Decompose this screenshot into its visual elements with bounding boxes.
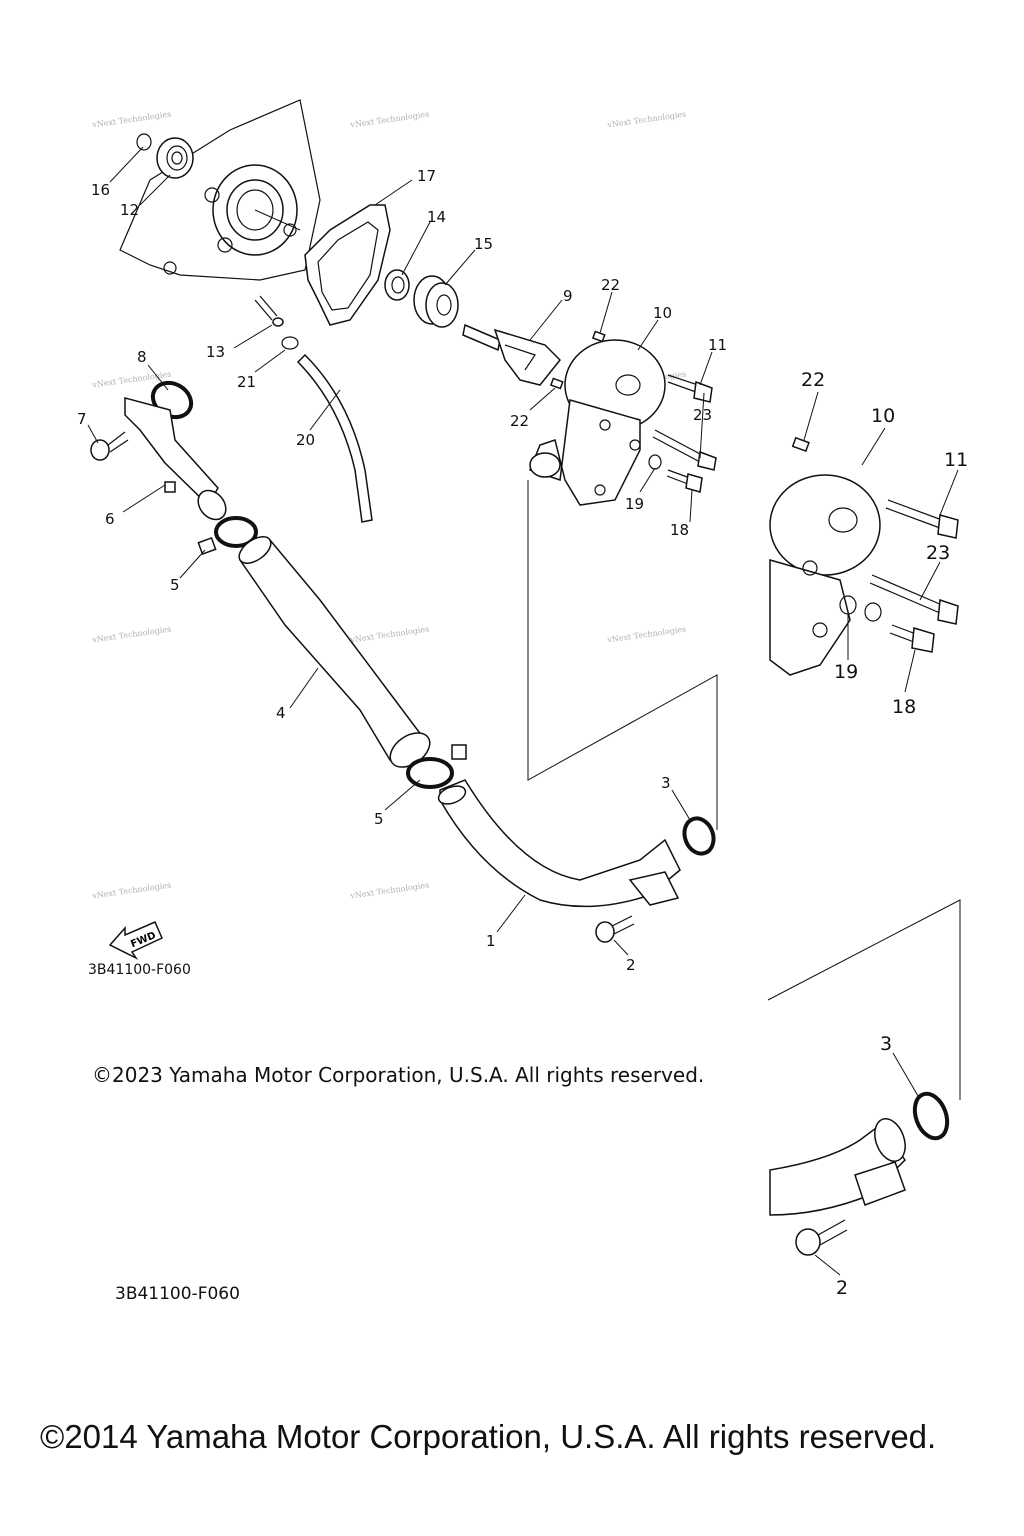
callout-3: 3 [661, 774, 671, 792]
callout-11: 11 [708, 336, 727, 354]
copyright-2023: ©2023 Yamaha Motor Corporation, U.S.A. A… [92, 1063, 705, 1087]
bearing-12 [156, 137, 194, 179]
callout-21: 21 [237, 373, 256, 391]
callout-10: 10 [653, 304, 672, 322]
callout-6: 6 [105, 510, 115, 528]
callout-15: 15 [474, 235, 493, 253]
detail-housing [769, 436, 959, 676]
part-code-1: 3B41100-F060 [88, 962, 191, 978]
bolt-7 [90, 431, 129, 461]
water-pump-housing-10 [529, 339, 666, 506]
fwd-arrow: FWD [108, 921, 163, 960]
callout-20: 20 [296, 431, 315, 449]
callout-17: 17 [417, 167, 436, 185]
pipe-1 [437, 779, 681, 908]
bolt-2 [595, 915, 635, 943]
detail-callout-19: 19 [834, 661, 858, 683]
callout-1: 1 [486, 932, 496, 950]
detail-callout-18: 18 [892, 696, 916, 718]
callout-13: 13 [206, 343, 225, 361]
clamp-5-lower [406, 744, 467, 789]
callout-19: 19 [625, 495, 644, 513]
detail-callout-22: 22 [801, 369, 825, 391]
callout-5a: 5 [170, 576, 180, 594]
hose-20 [296, 353, 373, 523]
detail-pipe-end [769, 1091, 950, 1256]
callout-8: 8 [137, 348, 147, 366]
bolt-11 [667, 374, 713, 403]
pipe-6 [124, 397, 227, 521]
impeller-shaft-9 [462, 323, 562, 386]
gasket-17 [304, 204, 391, 326]
detail-callout-10: 10 [871, 405, 895, 427]
bolt-18 [666, 469, 703, 493]
callout-12: 12 [120, 201, 139, 219]
engine-cover [119, 99, 321, 281]
callout-22b: 22 [510, 412, 529, 430]
callouts-detail: 22 10 11 23 19 18 3 2 [801, 369, 968, 1299]
callout-16: 16 [91, 181, 110, 199]
circlip-16 [136, 133, 152, 151]
detail-callout-23: 23 [926, 542, 950, 564]
clamp-5-upper [197, 516, 258, 555]
seal-14 [384, 269, 410, 301]
callout-9: 9 [563, 287, 573, 305]
callout-14: 14 [427, 208, 446, 226]
copyright-2014: ©2014 Yamaha Motor Corporation, U.S.A. A… [40, 1418, 937, 1455]
bolt-23 [652, 429, 717, 471]
leader-lines [87, 146, 959, 1276]
callout-22a: 22 [601, 276, 620, 294]
detail-callout-11: 11 [944, 449, 968, 471]
callout-5b: 5 [374, 810, 384, 828]
callout-4: 4 [276, 704, 286, 722]
mechanical-seal-15 [413, 275, 459, 328]
callout-18: 18 [670, 521, 689, 539]
callout-7: 7 [77, 410, 87, 428]
detail-callout-3: 3 [880, 1033, 892, 1055]
part-code-2: 3B41100-F060 [115, 1284, 240, 1304]
callout-2: 2 [626, 956, 636, 974]
callouts-main: 16 12 17 14 15 9 22 10 11 23 22 19 18 13… [77, 167, 727, 974]
bolt-13 [254, 295, 284, 327]
callout-23: 23 [693, 406, 712, 424]
detail-callout-2: 2 [836, 1277, 848, 1299]
hose-4 [238, 536, 431, 768]
clamp-21 [281, 336, 299, 350]
